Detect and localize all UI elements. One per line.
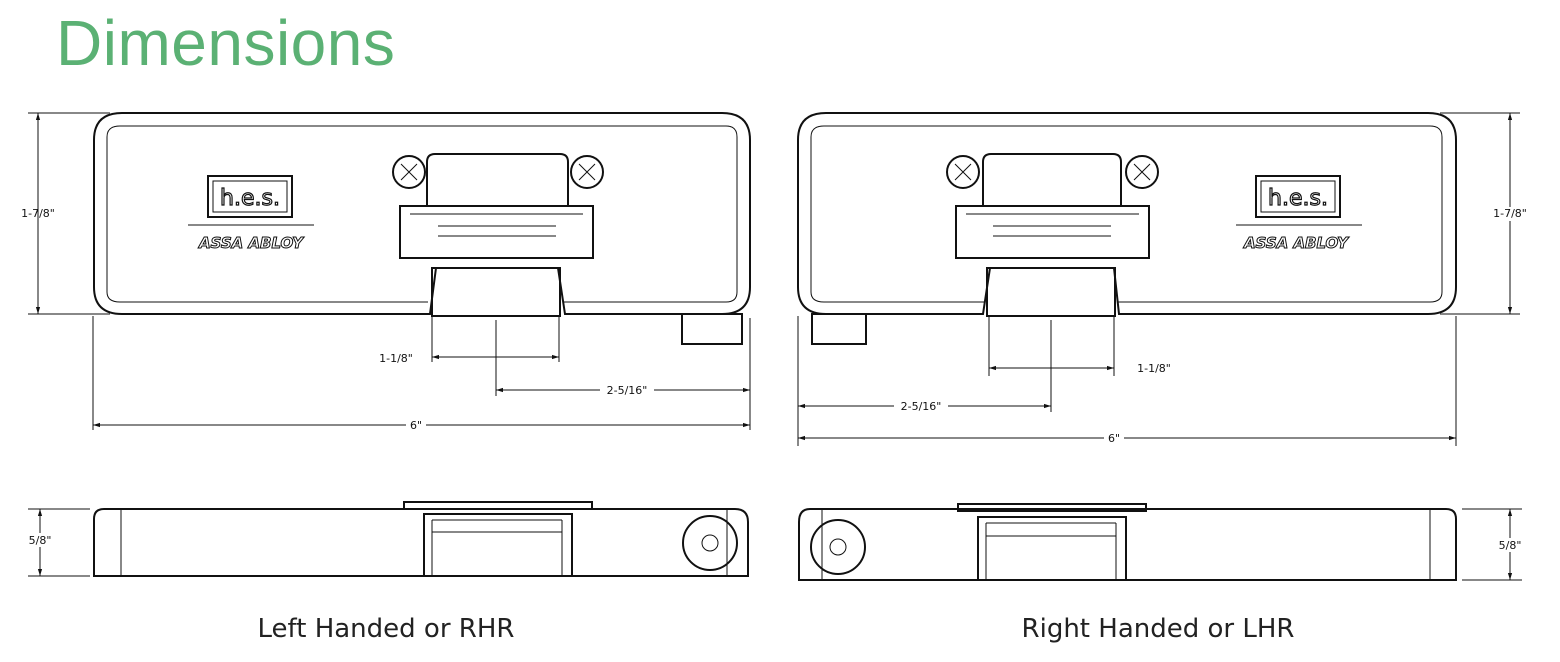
width-dimension-label: 6" bbox=[1108, 432, 1120, 445]
height-dimension-label: 1-7/8" bbox=[1493, 207, 1527, 220]
hinge-barrel bbox=[810, 519, 866, 575]
page-title: Dimensions bbox=[56, 7, 396, 79]
logo-brand-text: h.e.s. bbox=[1268, 186, 1328, 211]
left-view-caption: Left Handed or RHR bbox=[257, 614, 515, 644]
right-view-caption: Right Handed or LHR bbox=[1021, 614, 1295, 644]
screw-icon bbox=[946, 155, 980, 189]
mounting-tab bbox=[681, 313, 743, 345]
width-dimension-label: 6" bbox=[410, 419, 422, 432]
logo-brand-text: h.e.s. bbox=[220, 186, 280, 211]
screw-icon bbox=[392, 155, 426, 189]
keeper-dimension-label: 1-1/8" bbox=[379, 352, 413, 365]
hes-logo: h.e.s. ASSA ABLOY bbox=[188, 175, 314, 253]
height-dimension-label: 1-7/8" bbox=[21, 207, 55, 220]
right-front-view: h.e.s. ASSA ABLOY 1-7/8" 1-1/8" 2-5/16" bbox=[797, 112, 1534, 446]
left-front-view: h.e.s. ASSA ABLOY 1-7/8" 1-1/8" bbox=[21, 112, 751, 432]
logo-company-text: ASSA ABLOY bbox=[1243, 234, 1350, 252]
right-side-view: 5/8" bbox=[798, 503, 1530, 581]
depth-dimension-label: 5/8" bbox=[29, 534, 52, 547]
offset-dimension-label: 2-5/16" bbox=[901, 400, 942, 413]
offset-dimension-label: 2-5/16" bbox=[607, 384, 648, 397]
hes-logo: h.e.s. ASSA ABLOY bbox=[1236, 175, 1362, 253]
keeper bbox=[955, 153, 1150, 317]
logo-company-text: ASSA ABLOY bbox=[198, 234, 305, 252]
hinge-barrel bbox=[682, 515, 738, 571]
left-side-view: 5/8" bbox=[20, 501, 749, 577]
keeper-dimension-label: 1-1/8" bbox=[1137, 362, 1171, 375]
depth-dimension-label: 5/8" bbox=[1499, 539, 1522, 552]
keeper bbox=[399, 153, 594, 317]
mounting-tab bbox=[811, 313, 867, 345]
screw-icon bbox=[1125, 155, 1159, 189]
screw-icon bbox=[570, 155, 604, 189]
